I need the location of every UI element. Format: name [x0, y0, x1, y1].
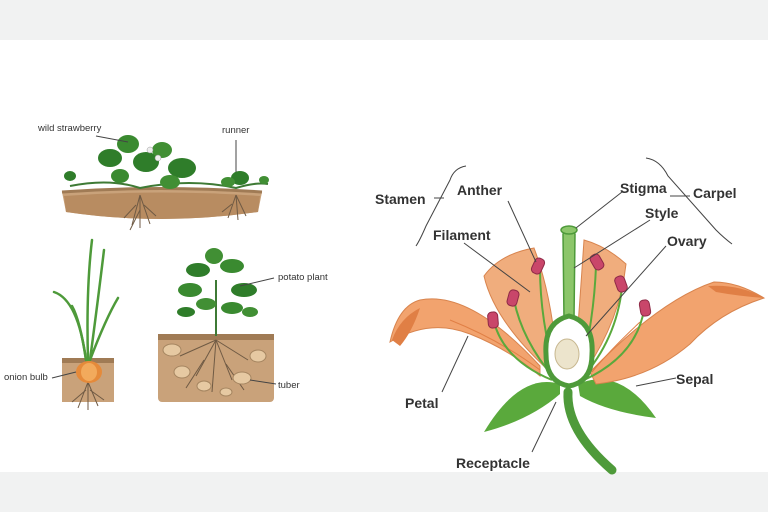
strawberry-roots: [123, 194, 247, 231]
bracket-carpel: [645, 157, 733, 245]
flower-stem: [563, 387, 617, 475]
label-stigma: Stigma: [620, 180, 667, 196]
bottom-band: [0, 472, 768, 512]
label-wild-strawberry: wild strawberry: [37, 123, 102, 134]
label-receptacle: Receptacle: [456, 455, 530, 471]
top-band: [0, 0, 768, 40]
strawberry-leaves: [64, 135, 269, 189]
potato-illustration: potato plant tuber: [158, 248, 328, 402]
petal-right: [589, 281, 766, 385]
sepal-right: [578, 379, 656, 418]
label-anther: Anther: [457, 182, 503, 198]
bracket-stamen: [415, 165, 467, 247]
label-onion-bulb: onion bulb: [4, 372, 48, 383]
onion-leaves: [52, 238, 120, 362]
onion-illustration: onion bulb: [4, 238, 120, 410]
petal-back-left: [483, 247, 557, 371]
style: [562, 229, 576, 321]
potato-leaves: [177, 248, 258, 317]
strawberry-illustration: wild strawberry runner: [37, 123, 269, 231]
anthers: [487, 253, 652, 329]
label-ovary: Ovary: [667, 233, 707, 249]
label-filament: Filament: [433, 227, 491, 243]
label-style: Style: [645, 205, 679, 221]
ovule: [554, 338, 580, 370]
label-stamen: Stamen: [375, 191, 426, 207]
flower-illustration: Stamen Anther Filament Stigma Style Ovar…: [375, 157, 766, 475]
stigma: [560, 225, 578, 235]
sepal-left: [484, 382, 560, 432]
label-runner: runner: [222, 125, 249, 136]
potato-tubers: [162, 343, 267, 397]
label-petal: Petal: [405, 395, 438, 411]
petal-left: [389, 298, 541, 378]
label-tuber: tuber: [278, 380, 300, 391]
label-carpel: Carpel: [693, 185, 737, 201]
label-sepal: Sepal: [676, 371, 713, 387]
potato-roots: [179, 339, 249, 393]
label-potato-plant: potato plant: [278, 272, 328, 283]
